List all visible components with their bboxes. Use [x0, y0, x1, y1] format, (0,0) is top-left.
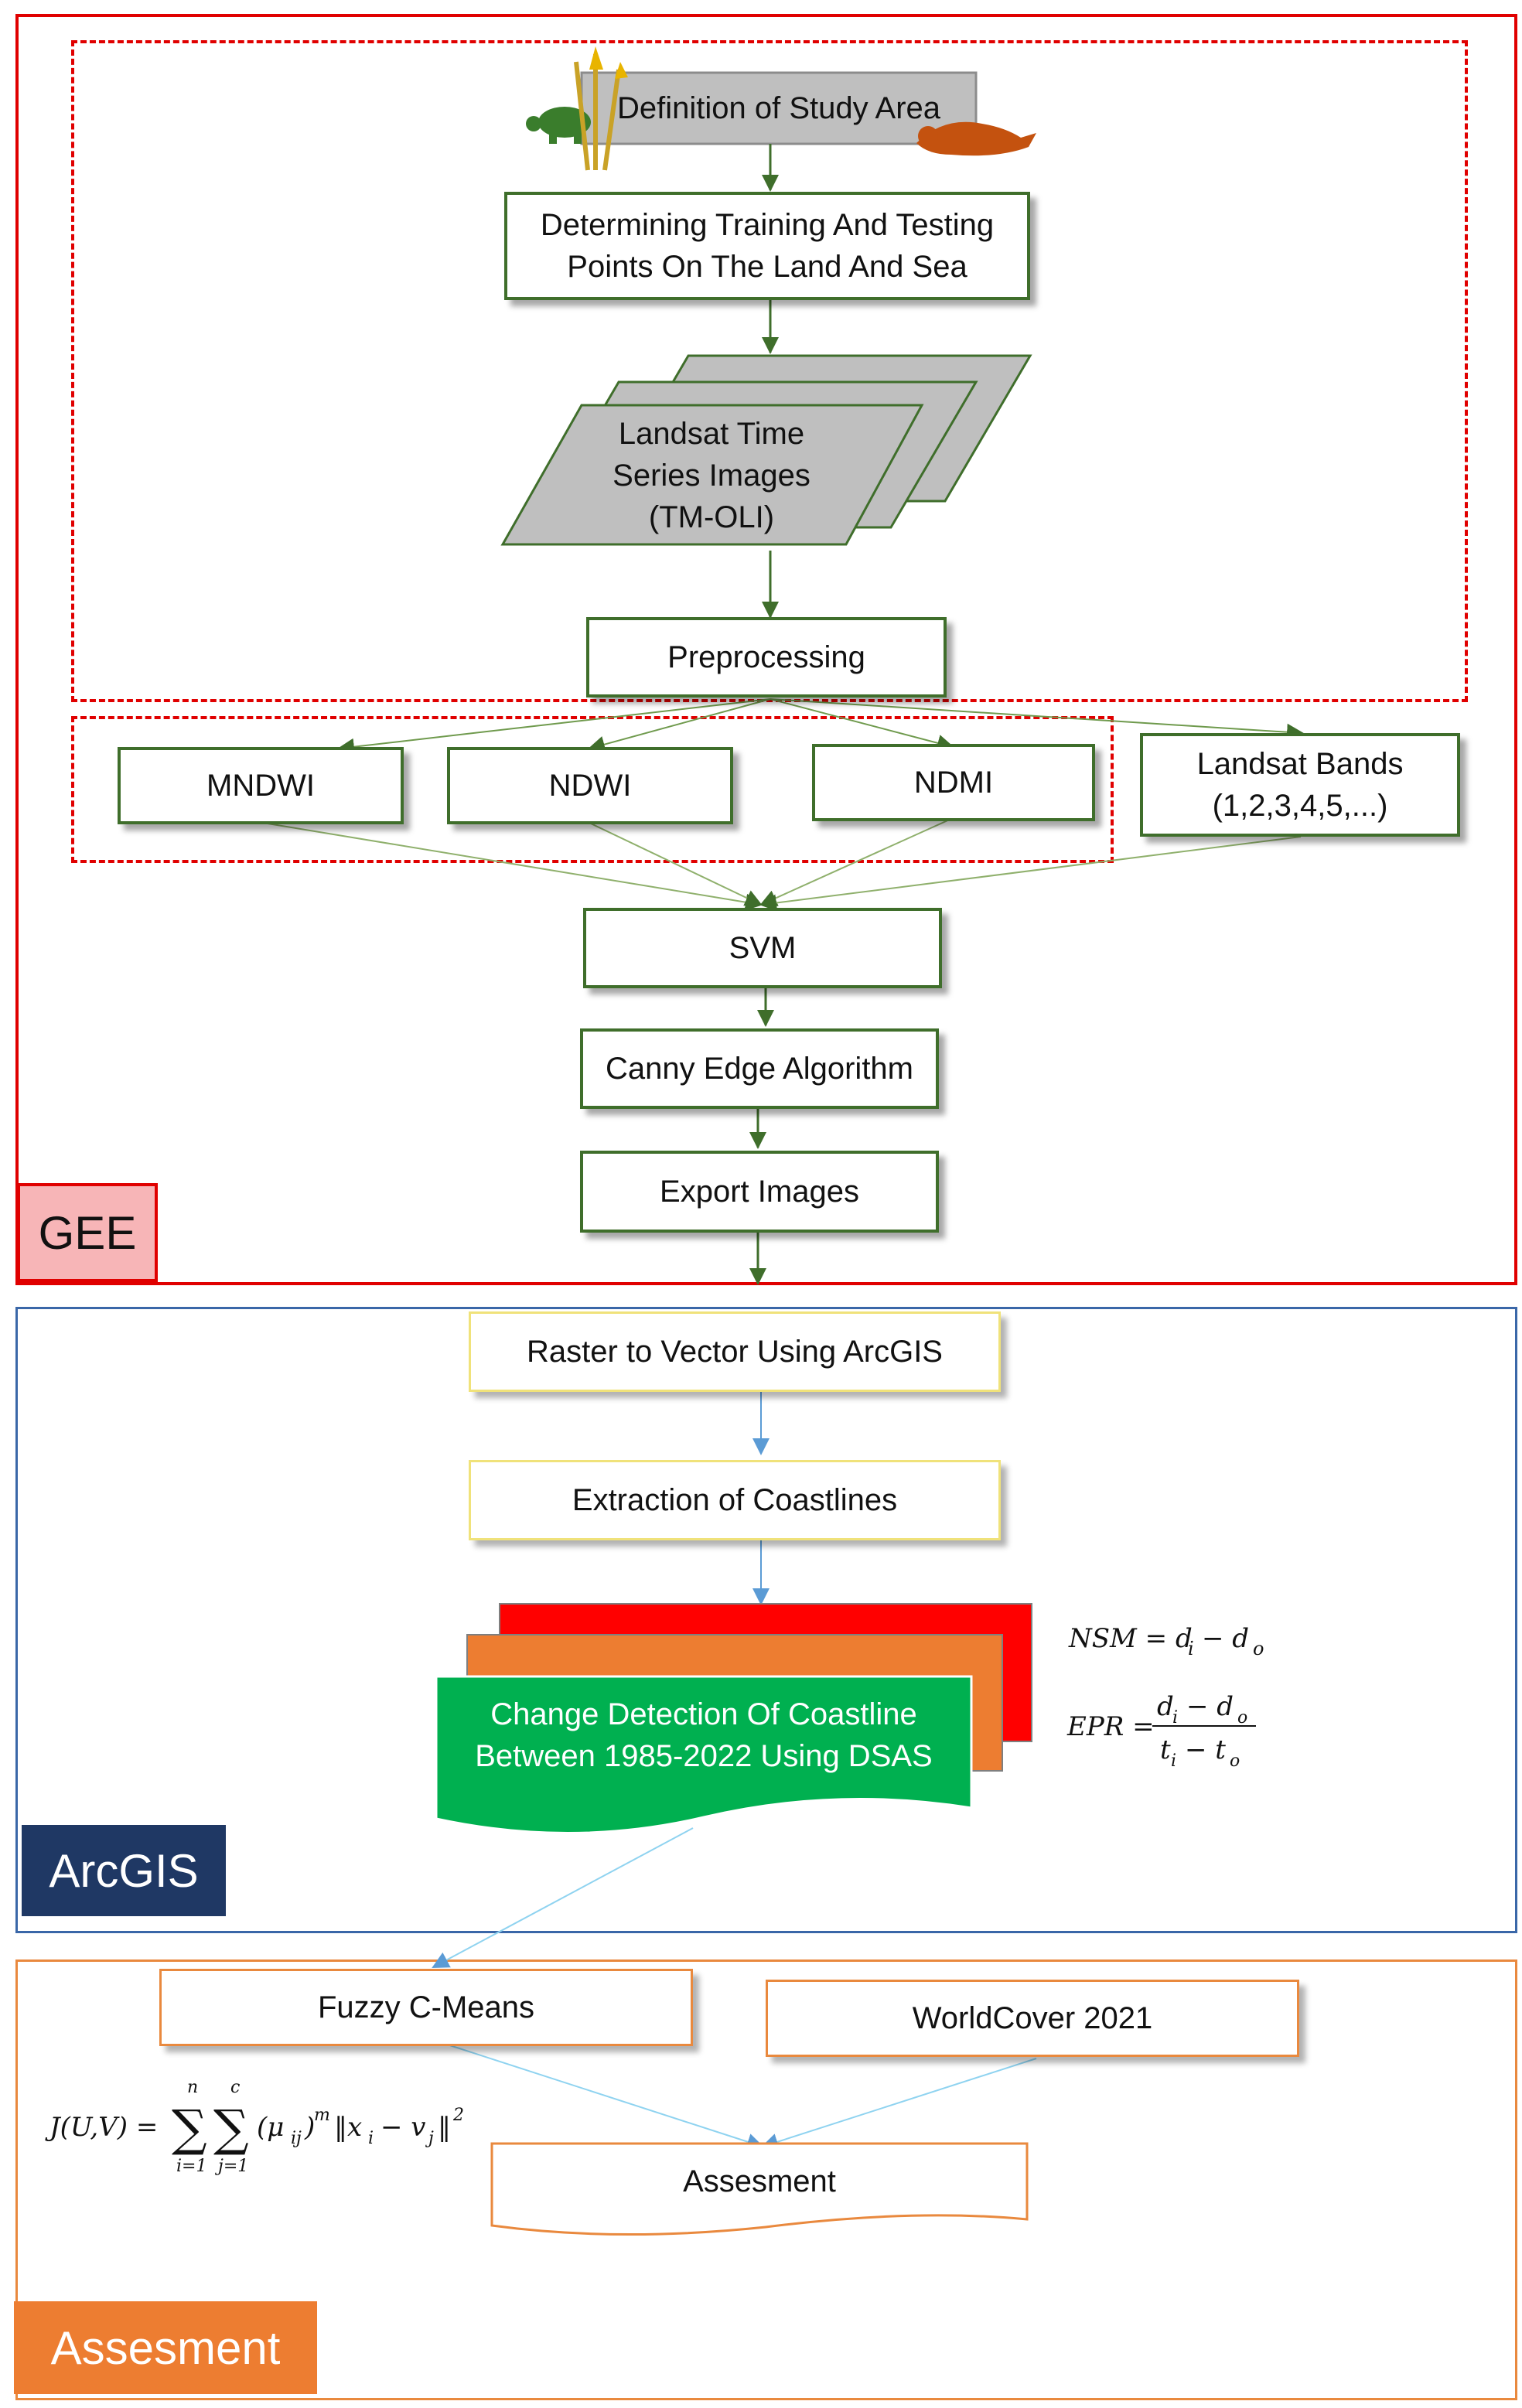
export-box: Export Images — [580, 1151, 939, 1233]
canny-box: Canny Edge Algorithm — [580, 1028, 939, 1109]
svg-text:o: o — [1237, 1708, 1247, 1728]
arcgis-section-frame — [15, 1307, 1517, 1933]
svg-text:J(U,V) =: J(U,V) = — [45, 2112, 158, 2143]
svg-text:d: d — [1157, 1691, 1174, 1722]
gee-label: GEE — [17, 1183, 158, 1282]
training-points-box: Determining Training And Testing Points … — [504, 192, 1030, 300]
training-points-line-2: Points On The Land And Sea — [567, 250, 967, 284]
landsat-line-3: (TM-OLI) — [648, 500, 775, 534]
landsat-line-2: Series Images — [613, 459, 810, 493]
svm-box: SVM — [583, 908, 942, 988]
svg-text:i: i — [1171, 1751, 1176, 1771]
study-area-banner — [580, 71, 978, 145]
svg-text:EPR =: EPR = — [1066, 1711, 1155, 1742]
mndwi-box: MNDWI — [118, 747, 404, 824]
change-detection-label: Change Detection Of Coastline Between 19… — [436, 1683, 971, 1788]
indices-dashed-frame — [71, 716, 1114, 863]
svg-text:j=1: j=1 — [214, 2157, 248, 2176]
fuzzy-box: Fuzzy C-Means — [159, 1969, 693, 2046]
svg-text:− d: − d — [1202, 1623, 1249, 1654]
fcm-formula: J(U,V) = ∑ n i=1 ∑ c j=1 (μ ij )m ‖x i − v… — [45, 2078, 464, 2176]
svg-text:m: m — [314, 2106, 330, 2125]
seal-icon — [916, 121, 1036, 156]
extraction-box: Extraction of Coastlines — [469, 1460, 1001, 1540]
landsat-bands-line-2: (1,2,3,4,5,...) — [1212, 789, 1388, 823]
svg-text:i: i — [368, 2129, 374, 2148]
reed-plant-icon — [574, 46, 628, 171]
svg-text:∑: ∑ — [172, 2100, 207, 2157]
landsat-bands-line-1: Landsat Bands — [1196, 747, 1404, 781]
svg-text:2: 2 — [452, 2106, 464, 2125]
svg-text:o: o — [1230, 1751, 1240, 1771]
svg-text:j: j — [425, 2129, 434, 2148]
landsat-bands-box: Landsat Bands (1,2,3,4,5,...) — [1140, 733, 1460, 837]
svg-text:‖: ‖ — [438, 2112, 451, 2143]
assessment-label-box: Assesment — [683, 2164, 836, 2198]
landsat-stack-front — [500, 404, 924, 546]
worldcover-box: WorldCover 2021 — [766, 1980, 1299, 2057]
landsat-images-label: Landsat Time Series Images (TM-OLI) — [541, 408, 882, 543]
svg-text:i=1: i=1 — [176, 2157, 206, 2176]
preprocessing-box: Preprocessing — [586, 617, 947, 698]
arcgis-label: ArcGIS — [22, 1825, 226, 1916]
svg-text:(μ: (μ — [257, 2112, 284, 2143]
svg-text:ij: ij — [291, 2129, 302, 2148]
svg-text:− v: − v — [380, 2112, 426, 2143]
svg-text:c: c — [230, 2078, 240, 2097]
svg-text:i: i — [1188, 1638, 1194, 1659]
svg-text:): ) — [304, 2112, 315, 2143]
training-points-line-1: Determining Training And Testing — [540, 208, 995, 242]
svg-text:‖x: ‖x — [334, 2112, 362, 2143]
svg-text:o: o — [1253, 1638, 1264, 1659]
ndwi-box: NDWI — [447, 747, 733, 824]
change-detection-line-1: Change Detection Of Coastline — [490, 1697, 917, 1731]
svg-text:− t: − t — [1185, 1734, 1226, 1765]
assessment-label: Assesment — [14, 2301, 317, 2394]
doc-green — [435, 1675, 973, 1834]
change-detection-line-2: Between 1985-2022 Using DSAS — [475, 1739, 933, 1773]
raster-to-vector-box: Raster to Vector Using ArcGIS — [469, 1311, 1001, 1392]
svg-text:∑: ∑ — [213, 2100, 249, 2157]
svg-text:n: n — [187, 2078, 198, 2097]
assessment-section-frame — [15, 1959, 1517, 2400]
landsat-line-1: Landsat Time — [618, 417, 805, 451]
ndmi-box: NDMI — [812, 744, 1095, 821]
nsm-formula: NSM = d i − d o — [1068, 1623, 1264, 1659]
gee-section-frame — [15, 14, 1517, 1285]
svg-text:− d: − d — [1186, 1691, 1234, 1722]
study-area-label: Definition of Study Area — [616, 91, 941, 125]
svg-text:NSM = d: NSM = d — [1068, 1623, 1193, 1654]
gee-inner-dashed-frame — [71, 40, 1468, 702]
assessment-doc — [490, 2142, 1029, 2236]
svg-text:i: i — [1172, 1708, 1178, 1728]
turtle-icon — [526, 107, 591, 144]
svg-text:t: t — [1160, 1734, 1171, 1765]
